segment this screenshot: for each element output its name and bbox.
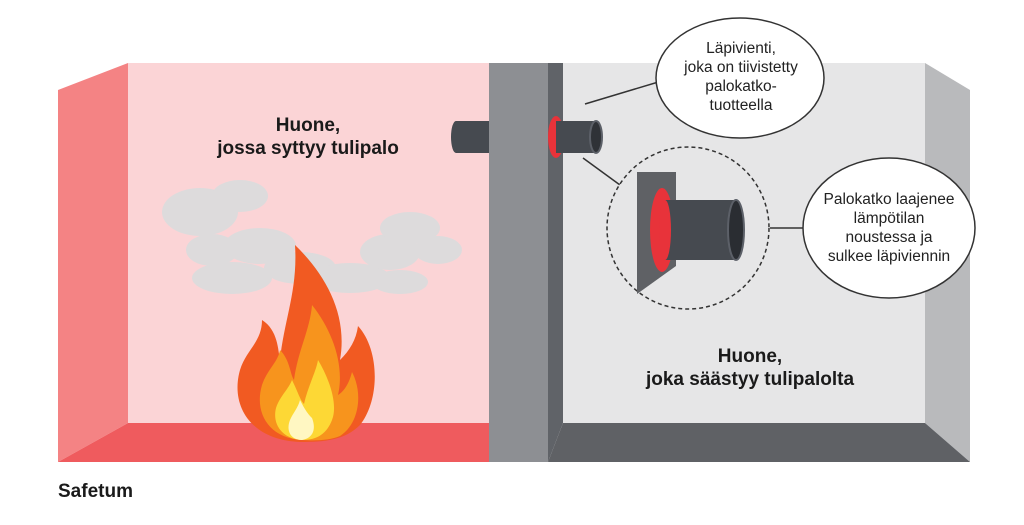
callout-penetration-line-1: Läpivienti, (706, 40, 776, 57)
safe-room-label-line-1: Huone, (717, 346, 783, 367)
callout-text-expansion: Palokatko laajenee lämpötilan noustessa … (809, 190, 969, 266)
pipe-penetration (451, 116, 603, 158)
callout-bubble-penetration (655, 17, 825, 139)
brand-logo-text: Safetum (58, 481, 133, 502)
callout-expansion-line-2: lämpötilan (853, 210, 925, 227)
zoom-seal-front (659, 200, 671, 260)
leader-line-zoom (582, 157, 621, 186)
callout-expansion-line-1: Palokatko laajenee (823, 191, 955, 208)
fire-room-left-side-wall (58, 63, 128, 462)
wall-body (489, 63, 548, 462)
callout-expansion-line-3: noustessa ja (845, 229, 933, 246)
pipe-end (590, 121, 602, 153)
zoom-detail (606, 146, 770, 310)
smoke-cloud (162, 180, 462, 294)
callout-text-penetration: Läpivienti, joka on tiivistetty palokatk… (666, 39, 816, 115)
fire-room-label: Huone, jossa syttyy tulipalo (178, 114, 438, 160)
callout-penetration-line-3: palokatko- (705, 78, 777, 95)
callout-expansion-line-4: sulkee läpiviennin (827, 248, 951, 265)
pipe-fire-side (451, 121, 489, 153)
safe-room-floor (548, 423, 970, 462)
safe-room-label: Huone, joka säästyy tulipalolta (605, 345, 895, 391)
callout-penetration-line-4: tuotteella (709, 97, 773, 114)
fire-room-label-line-2: jossa syttyy tulipalo (217, 138, 399, 159)
fire-room-floor (58, 423, 489, 462)
pipe-end-rim (589, 120, 603, 154)
safe-room-label-line-2: joka säästyy tulipalolta (645, 369, 855, 390)
zoom-pipe-rim (727, 199, 745, 261)
separating-wall (489, 63, 563, 462)
flame-icon (237, 245, 375, 442)
wall-edge (548, 63, 563, 462)
zoom-pipe (665, 200, 736, 260)
callout-bubble-expansion (802, 157, 976, 299)
zoom-pipe-end (728, 200, 744, 260)
pipe-safe-side (556, 121, 596, 153)
leader-line-penetration (584, 79, 666, 105)
fire-room-label-line-1: Huone, (275, 115, 341, 136)
callout-penetration-line-2: joka on tiivistetty (684, 59, 798, 76)
